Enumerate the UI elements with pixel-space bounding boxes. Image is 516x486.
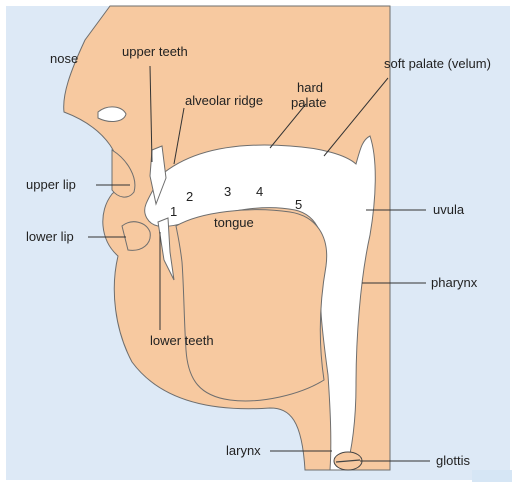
label-lower-lip: lower lip: [26, 229, 74, 244]
label-alveolar-ridge: alveolar ridge: [185, 93, 263, 108]
tongue-shape: [176, 210, 327, 401]
label-upper-lip: upper lip: [26, 177, 76, 192]
label-soft-palate: soft palate (velum): [384, 56, 491, 71]
label-hard-palate-line1: hard: [297, 80, 323, 95]
tongue-point-4: 4: [256, 184, 263, 199]
label-larynx: larynx: [226, 443, 261, 458]
label-nose: nose: [50, 51, 78, 66]
tongue-point-2: 2: [186, 189, 193, 204]
tongue-point-5: 5: [295, 197, 302, 212]
corner-accent: [472, 470, 512, 482]
label-pharynx: pharynx: [431, 275, 478, 290]
label-glottis: glottis: [436, 453, 470, 468]
tongue-point-1: 1: [170, 204, 177, 219]
label-tongue: tongue: [214, 215, 254, 230]
tongue-point-3: 3: [224, 184, 231, 199]
label-hard-palate-line2: palate: [291, 95, 326, 110]
label-upper-teeth: upper teeth: [122, 44, 188, 59]
nostril: [98, 107, 126, 122]
label-lower-teeth: lower teeth: [150, 333, 214, 348]
label-uvula: uvula: [433, 202, 465, 217]
